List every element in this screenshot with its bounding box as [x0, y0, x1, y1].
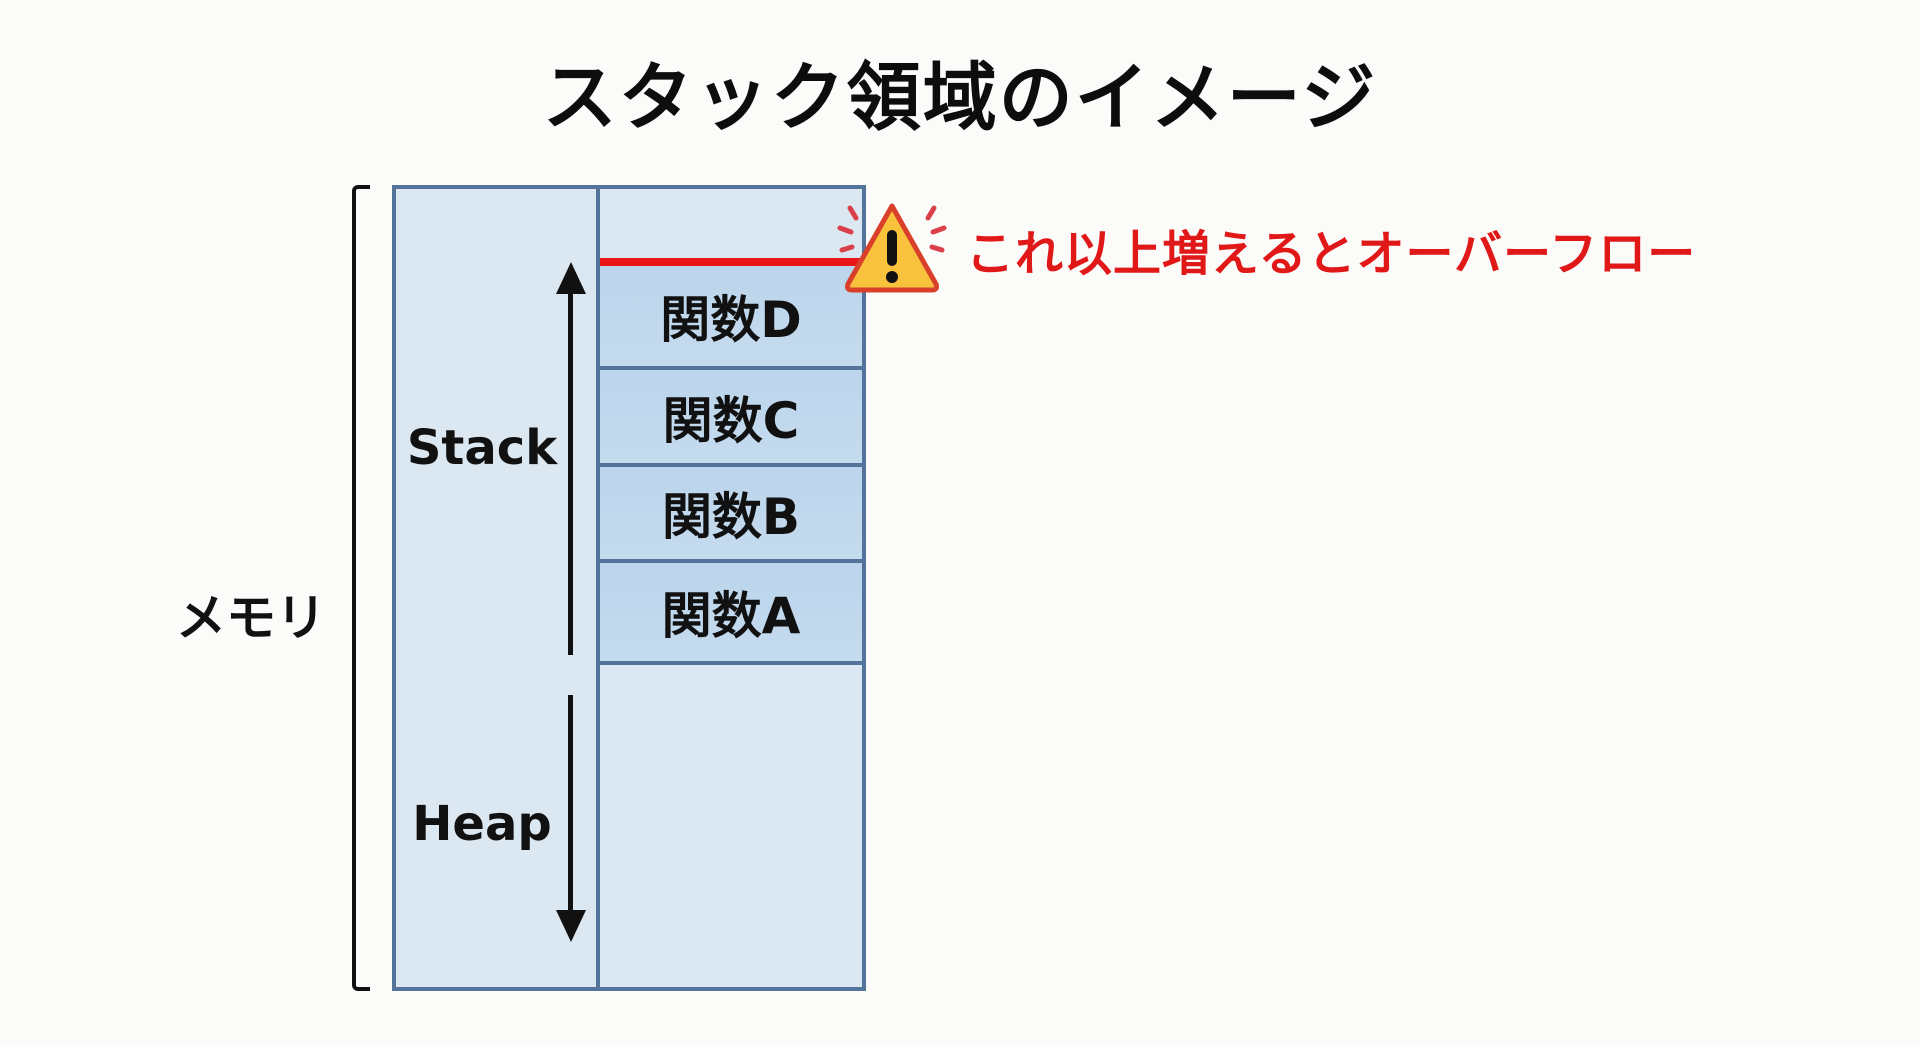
- overflow-warning-text: これ以上増えるとオーバーフロー: [966, 226, 1697, 282]
- stack-frame-d: 関数D: [600, 266, 862, 370]
- heap-growth-arrowhead-icon: [556, 910, 586, 942]
- stack-growth-arrow: [568, 290, 573, 655]
- stack-growth-arrowhead-icon: [556, 262, 586, 294]
- memory-bracket: [352, 185, 370, 991]
- stack-frame-c: 関数C: [600, 370, 862, 467]
- page-title: スタック領域のイメージ: [542, 55, 1378, 141]
- column-divider: [596, 185, 600, 991]
- heap-label: Heap: [412, 796, 552, 852]
- stack-frame-a: 関数A: [600, 563, 862, 665]
- warning-triangle-icon: [837, 203, 947, 293]
- heap-growth-arrow: [568, 695, 573, 920]
- stack-frame-b: 関数B: [600, 467, 862, 563]
- overflow-limit-line: [600, 258, 862, 266]
- memory-label: メモリ: [176, 589, 326, 647]
- stack-label: Stack: [406, 420, 558, 476]
